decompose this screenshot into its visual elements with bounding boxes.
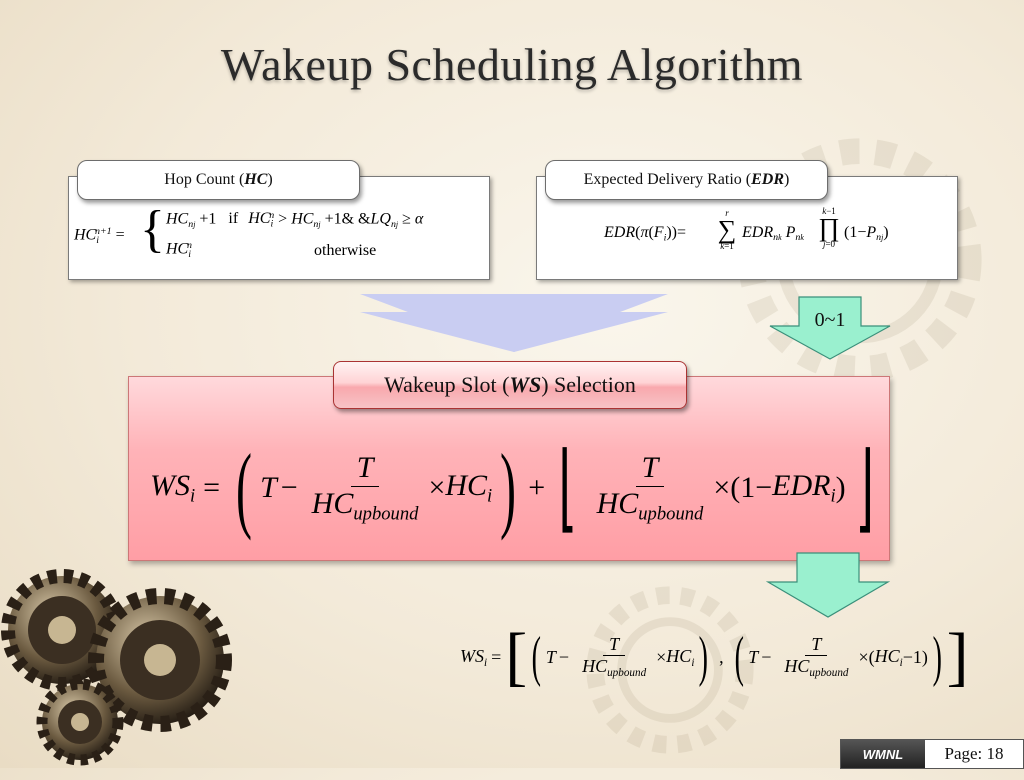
footer-badge: WMNL Page: 18	[840, 739, 1024, 769]
edr-label-suffix: )	[784, 171, 790, 188]
footer-brand: WMNL	[841, 740, 925, 768]
down-arrow-green-icon	[766, 552, 890, 618]
edr-label-prefix: Expected Delivery Ratio (	[583, 171, 752, 188]
if-text: if	[228, 210, 239, 228]
slide-title: Wakeup Scheduling Algorithm	[220, 39, 804, 90]
hop-count-label-abbr: HC	[244, 171, 268, 188]
page-number: Page: 18	[944, 744, 1004, 763]
hop-count-label: Hop Count (HC)	[77, 160, 360, 200]
otherwise-text: otherwise	[314, 242, 377, 259]
down-arrow-blue-icon	[360, 294, 668, 352]
down-arrow-green-icon	[769, 296, 891, 360]
edr-label: Expected Delivery Ratio (EDR)	[545, 160, 828, 200]
edr-label-abbr: EDR	[751, 171, 785, 188]
wakeup-slot-label-prefix: Wakeup Slot (	[384, 372, 510, 397]
wakeup-slot-label: Wakeup Slot (WS) Selection	[333, 361, 687, 409]
wakeup-slot-label-abbr: WS	[509, 372, 542, 397]
hop-count-label-prefix: Hop Count (	[164, 171, 245, 188]
range-label: 0~1	[814, 309, 846, 331]
background-gear-icon	[586, 586, 754, 754]
wakeup-slot-label-suffix: ) Selection	[541, 372, 636, 397]
gears-illustration-icon	[1, 569, 232, 766]
hop-count-label-suffix: )	[267, 171, 273, 188]
